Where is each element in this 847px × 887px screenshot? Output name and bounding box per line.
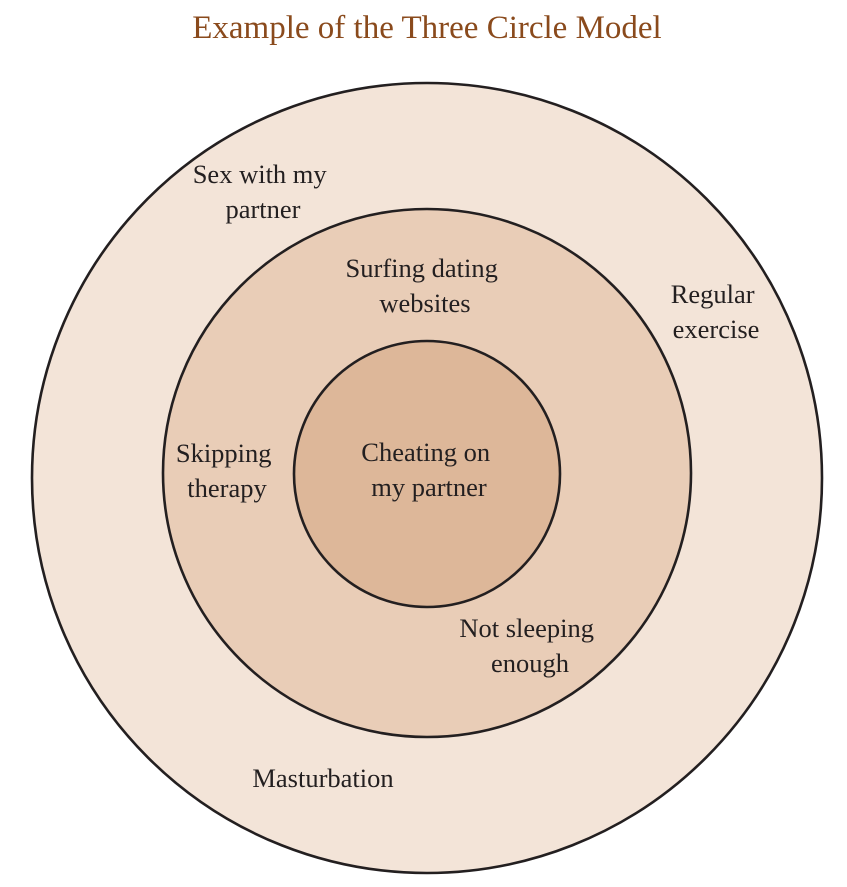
middle-label-surfing-dating-websites-line-1: Surfing dating xyxy=(346,253,498,283)
outer-label-sex-with-partner-line-2: partner xyxy=(225,194,300,224)
middle-label-skipping-therapy-line-2: therapy xyxy=(187,473,267,503)
outer-label-masturbation: Masturbation xyxy=(252,763,393,793)
inner-label-cheating-on-partner-line-2: my partner xyxy=(371,472,487,502)
outer-label-regular-exercise: Regular exercise xyxy=(671,279,762,344)
outer-label-regular-exercise-line-2: exercise xyxy=(673,314,760,344)
inner-circle xyxy=(292,339,562,609)
inner-label-cheating-on-partner: Cheating on my partner xyxy=(361,437,496,502)
outer-label-regular-exercise-line-1: Regular xyxy=(671,279,755,309)
outer-label-sex-with-partner: Sex with my partner xyxy=(193,159,334,224)
inner-label-cheating-on-partner-line-1: Cheating on xyxy=(361,437,490,467)
middle-label-not-sleeping-enough: Not sleeping enough xyxy=(459,613,600,678)
diagram-title: Example of the Three Circle Model xyxy=(192,10,661,46)
middle-label-skipping-therapy: Skipping therapy xyxy=(176,438,278,503)
outer-label-masturbation-line-1: Masturbation xyxy=(252,763,393,793)
middle-label-surfing-dating-websites-line-2: websites xyxy=(379,288,470,318)
middle-label-surfing-dating-websites: Surfing dating websites xyxy=(346,253,505,318)
middle-label-not-sleeping-enough-line-1: Not sleeping xyxy=(459,613,594,643)
middle-label-not-sleeping-enough-line-2: enough xyxy=(491,648,569,678)
outer-label-sex-with-partner-line-1: Sex with my xyxy=(193,159,328,189)
middle-label-skipping-therapy-line-1: Skipping xyxy=(176,438,272,468)
